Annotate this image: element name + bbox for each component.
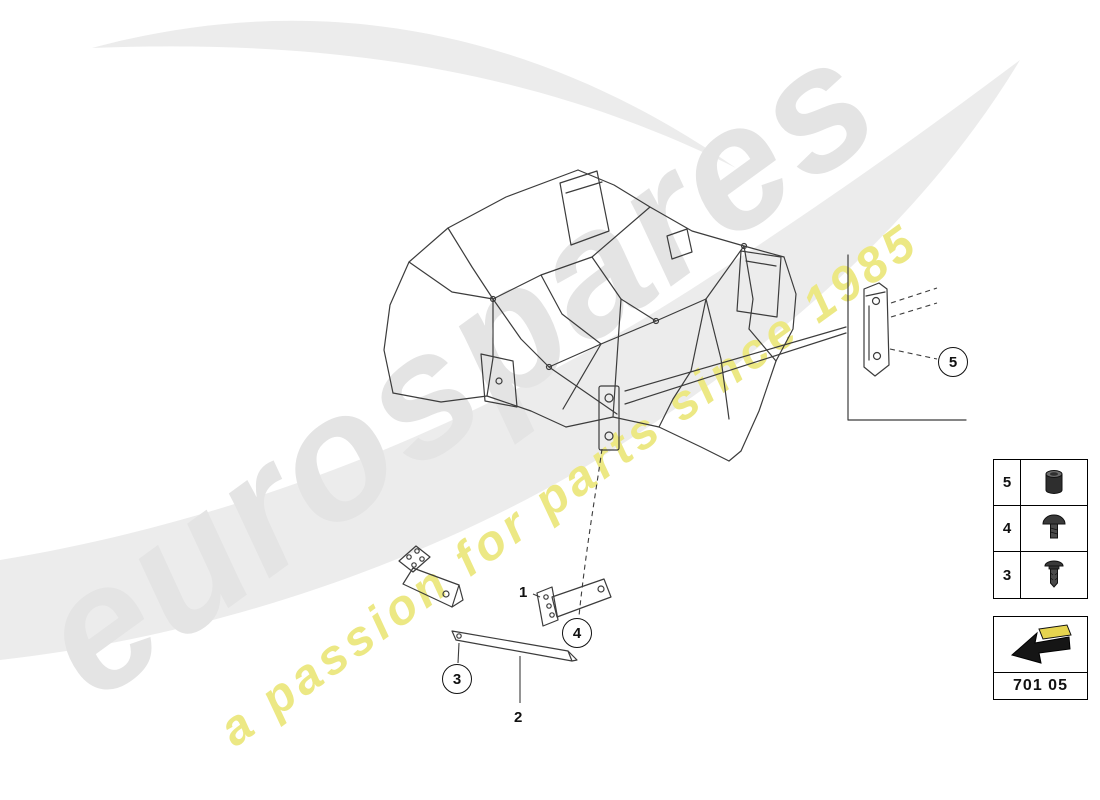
- part-5-detail: [847, 254, 967, 421]
- bushing-icon: [1045, 469, 1063, 494]
- parts-legend: 5 4 3: [993, 459, 1088, 599]
- chassis-frame-drawing: [383, 169, 847, 462]
- legend-num-3: 3: [994, 552, 1021, 598]
- watermark-swoosh: [0, 20, 1020, 660]
- callout-1[interactable]: 1: [519, 584, 528, 601]
- dome-screw-icon: [1042, 514, 1066, 538]
- expansion-rivet-icon: [1044, 560, 1064, 588]
- callout-leader-lines: [457, 287, 938, 703]
- direction-arrow-icon: [1010, 623, 1072, 664]
- legend-row-5[interactable]: 5: [994, 460, 1087, 506]
- page-code-box: 701 05: [993, 616, 1088, 700]
- legend-num-4: 4: [994, 506, 1021, 551]
- loose-parts-drawing: [398, 545, 612, 662]
- legend-row-4[interactable]: 4: [994, 506, 1087, 552]
- callout-3[interactable]: 3: [442, 664, 472, 694]
- page-code: 701 05: [994, 672, 1087, 699]
- legend-row-3[interactable]: 3: [994, 552, 1087, 598]
- callout-5[interactable]: 5: [938, 347, 968, 377]
- callout-4[interactable]: 4: [562, 618, 592, 648]
- callout-2[interactable]: 2: [514, 709, 523, 726]
- legend-num-5: 5: [994, 460, 1021, 505]
